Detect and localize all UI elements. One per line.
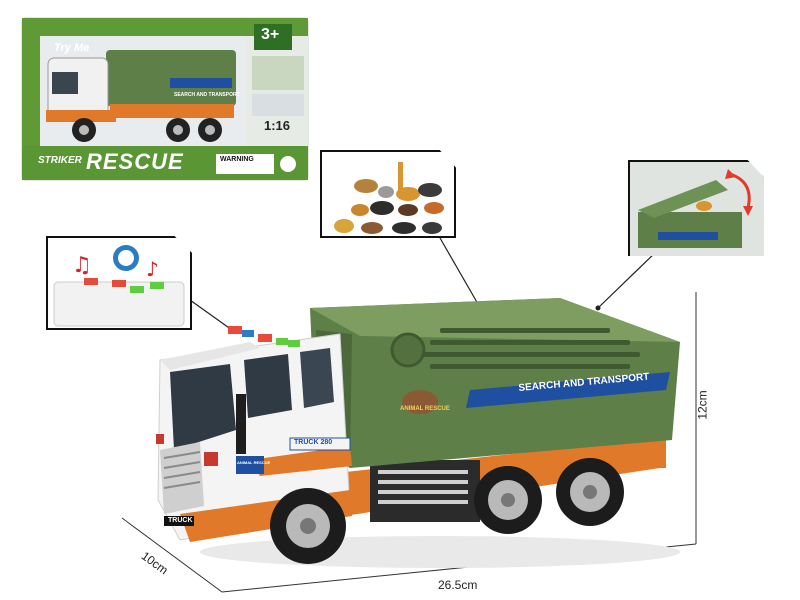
sound-light-art: ♫ ♪ (53, 245, 185, 327)
rotate-arrow-icon (630, 162, 631, 163)
hand-press-icon (48, 238, 49, 239)
height-label: 12cm (695, 390, 710, 420)
tilting-box-art (630, 162, 764, 256)
callout-animal-figures (320, 150, 456, 238)
door-badge-text: ANIMAL RESCUE (237, 460, 271, 465)
svg-text:♫: ♫ (72, 253, 92, 278)
package-title: RESCUE (86, 149, 184, 174)
length-label: 26.5cm (438, 578, 478, 592)
product-package: Try Me 3+ 1:16 STRIKER RESCUE WARNING SE… (20, 14, 310, 184)
package-truck-text: SEARCH AND TRANSPORT (174, 92, 240, 98)
animal-figures-art (334, 162, 444, 234)
try-me-label: Try Me (54, 42, 90, 54)
age-label: 3+ (261, 26, 280, 43)
brand-label: STRIKER (38, 155, 82, 166)
animal-logo-text: ANIMAL RESCUE (400, 406, 450, 412)
package-art (21, 17, 309, 181)
callout-tilting-box (628, 160, 764, 256)
callout-sound-light: ♫ ♪ (46, 236, 192, 330)
cab-label-text: TRUCK 280 (294, 439, 333, 446)
warning-label: WARNING (220, 156, 254, 163)
scale-label: 1:16 (264, 118, 291, 133)
width-dim-line (121, 517, 223, 593)
plate-text: TRUCK (168, 517, 193, 524)
truck-illustration (156, 298, 680, 568)
main-truck: SEARCH AND TRANSPORT ANIMAL RESCUE TRUCK… (140, 290, 700, 580)
svg-text:♪: ♪ (146, 257, 159, 281)
